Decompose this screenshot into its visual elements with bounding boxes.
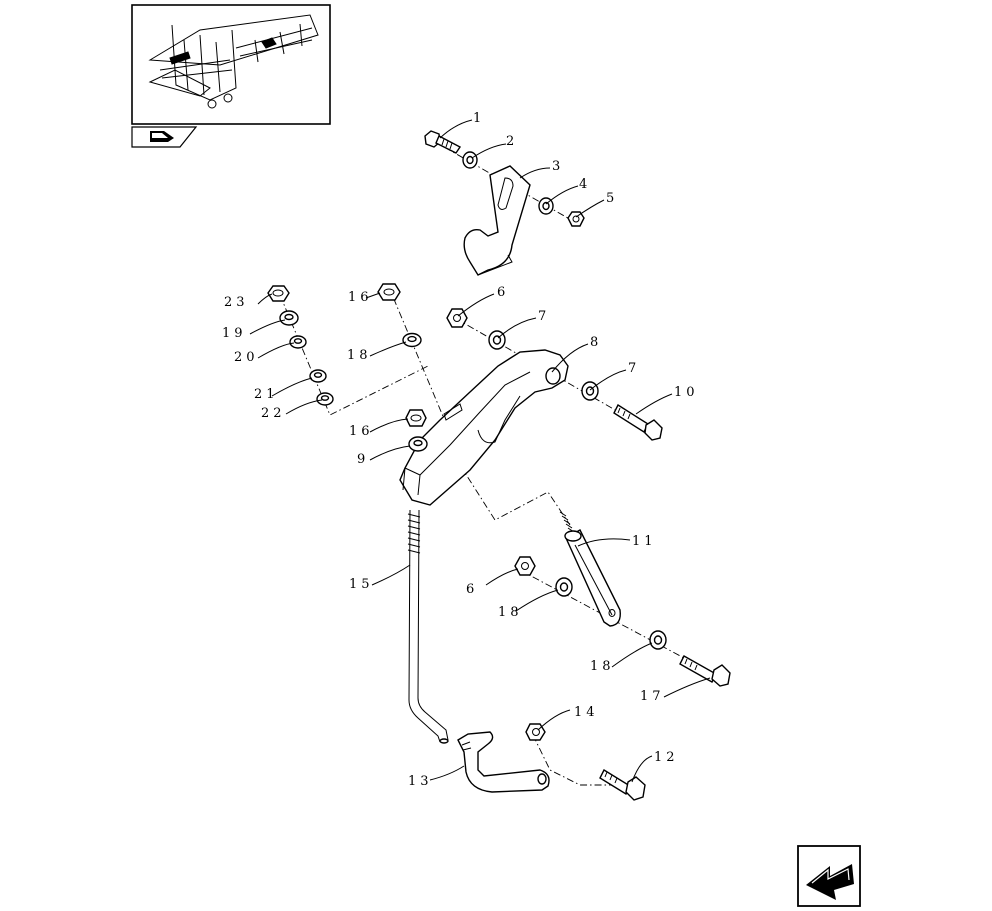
part-13-lever	[457, 731, 550, 793]
callout-17: 17	[640, 689, 665, 704]
part-21-washer	[309, 369, 327, 383]
callout-18-lower: 18	[590, 659, 615, 674]
part-9-washer	[408, 436, 428, 452]
part-10-bolt	[613, 403, 663, 441]
part-16-nut-upper	[377, 283, 401, 301]
part-3-bracket	[463, 165, 531, 276]
callout-23: 23	[224, 295, 249, 310]
callout-18-upper: 18	[347, 348, 372, 363]
part-17-bolt	[679, 655, 731, 687]
tractor-frame-thumbnail-icon[interactable]	[131, 4, 331, 125]
callout-16-lower: 16	[349, 424, 374, 439]
callout-16-upper: 16	[348, 290, 373, 305]
callout-7-lower: 7	[628, 361, 640, 376]
part-2-washer	[462, 151, 478, 169]
callout-12: 12	[654, 750, 679, 765]
part-12-bolt	[599, 769, 646, 801]
part-1-bolt	[424, 130, 462, 154]
part-6-nut-lower	[514, 556, 536, 576]
leader-lines	[249, 119, 711, 783]
part-16-nut-lower	[405, 409, 427, 427]
callout-19: 19	[222, 326, 247, 341]
part-7-washer-lower	[581, 381, 599, 401]
part-20-washer	[289, 335, 307, 349]
part-11-turnbuckle	[559, 511, 621, 627]
callout-11: 11	[632, 534, 657, 549]
callout-8: 8	[590, 335, 602, 350]
callout-2: 2	[506, 134, 518, 149]
part-23-nut	[267, 285, 290, 302]
callout-9: 9	[357, 452, 369, 467]
callout-22: 22	[261, 406, 286, 421]
part-18-washer-lower	[649, 630, 667, 650]
callout-21: 21	[254, 387, 279, 402]
part-22-washer	[316, 392, 334, 406]
callout-10: 10	[674, 385, 699, 400]
part-5-nut	[567, 211, 585, 227]
callout-7-upper: 7	[538, 309, 550, 324]
part-15-rod	[407, 509, 449, 744]
callout-6-lower: 6	[466, 582, 478, 597]
callout-5: 5	[606, 191, 618, 206]
part-18-washer-middle	[555, 577, 573, 597]
part-4-washer	[538, 197, 554, 215]
callout-13: 13	[408, 774, 433, 789]
callout-14: 14	[574, 705, 599, 720]
callout-4: 4	[579, 177, 591, 192]
callout-20: 20	[234, 350, 259, 365]
book-reference-icon[interactable]	[131, 126, 198, 148]
next-page-arrow-icon[interactable]	[797, 845, 861, 907]
callout-15: 15	[349, 577, 374, 592]
part-8-lever	[399, 349, 569, 506]
part-18-washer-upper	[402, 332, 422, 348]
callout-6-upper: 6	[497, 285, 509, 300]
callout-1: 1	[473, 111, 485, 126]
callout-labels: 1 2 3 4 5 6 7 8 7 10 23 19 20 21 22 16 1…	[222, 111, 699, 789]
callout-18-middle: 18	[498, 605, 523, 620]
part-6-nut-upper	[446, 308, 468, 328]
part-19-washer	[279, 310, 299, 326]
callout-3: 3	[552, 159, 564, 174]
